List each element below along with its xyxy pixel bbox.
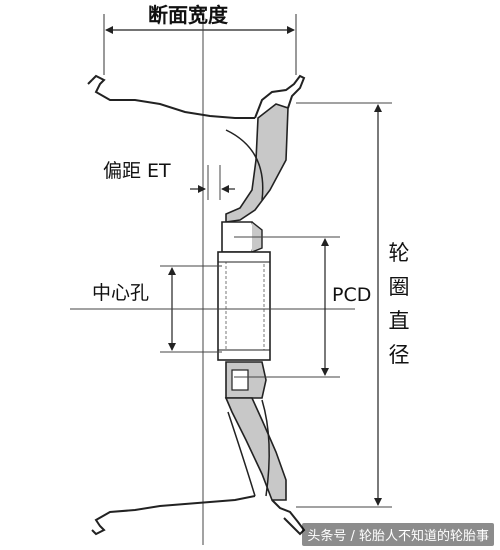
wheel-diameter-char-2: 圈 [388, 275, 410, 299]
wheel-diameter-char-3: 直 [388, 309, 410, 333]
wheel-profile-lower [91, 361, 306, 536]
pcd-dimension [234, 236, 340, 378]
wheel-diameter-label: 轮 圈 直 径 [386, 236, 412, 372]
wheel-hub-face [217, 251, 271, 361]
section-width-dimension [103, 14, 297, 75]
wheel-diameter-char-1: 轮 [388, 241, 410, 265]
watermark: 头条号 / 轮胎人不知道的轮胎事 [302, 523, 494, 546]
wheel-diameter-char-4: 径 [388, 343, 410, 367]
section-width-label: 断面宽度 [148, 3, 228, 27]
pcd-label: PCD [332, 284, 372, 306]
offset-et-label: 偏距 ET [103, 160, 171, 182]
wheel-diameter-dimension [296, 102, 392, 508]
center-reference-lines [202, 8, 221, 545]
center-bore-label: 中心孔 [92, 282, 150, 304]
